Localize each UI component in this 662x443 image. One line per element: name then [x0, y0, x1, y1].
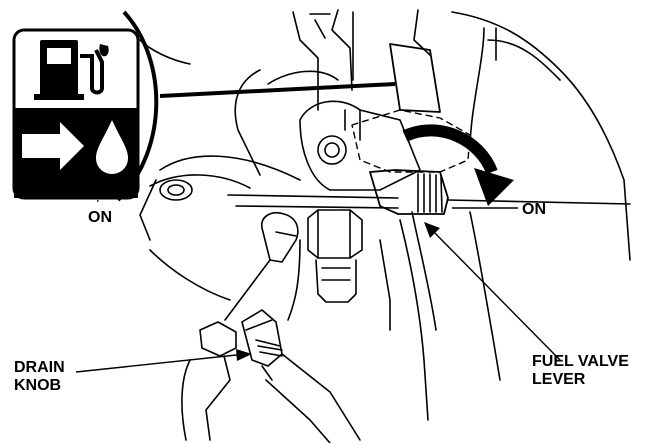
leader-lines	[75, 82, 561, 373]
drain-knob-arrowhead	[236, 349, 252, 361]
on-lever-label: ON	[522, 201, 546, 218]
fuel-valve-leader-line	[427, 225, 561, 361]
rotation-arrow	[402, 124, 514, 206]
fuel-valve-lever-label-line-1: FUEL VALVE	[532, 353, 629, 370]
drain-knob-leader-line	[75, 353, 247, 373]
engine-illustration	[139, 9, 631, 443]
arrow-to-fuel-drop-icon	[22, 120, 128, 174]
on-icon-label: ON	[88, 209, 112, 226]
drain-knob-label-line-2: KNOB	[14, 377, 61, 394]
drain-knob-label-line-1: DRAIN	[14, 359, 65, 376]
fuel-valve-arrowhead	[424, 222, 440, 238]
fuel-valve-lever-label-line-2: LEVER	[532, 371, 586, 388]
plate-leader-line	[159, 82, 396, 98]
fuel-pump-icon	[34, 40, 109, 100]
